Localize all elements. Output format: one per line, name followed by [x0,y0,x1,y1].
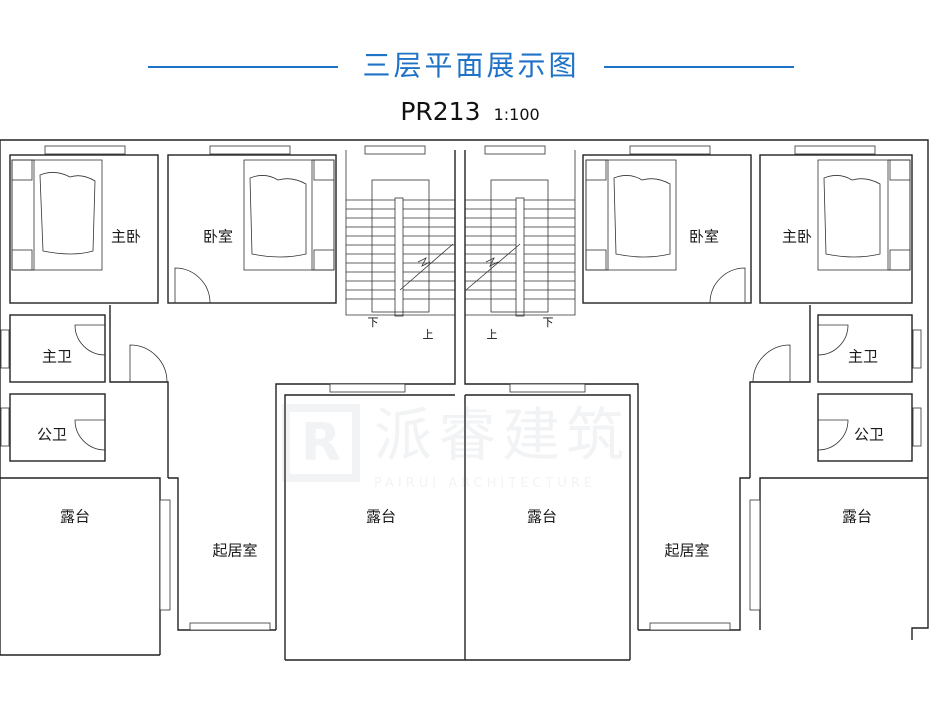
title-rule-left [148,66,338,68]
plan-title: 三层平面展示图 [362,49,580,82]
room-label-living-right: 起居室 [664,541,710,560]
windows [0,145,922,631]
header: 三层平面展示图 PR213 1:100 [0,0,940,130]
room-label-terrace-center-right: 露台 [526,507,558,526]
watermark-subtitle: PAIRUI ARCHITECTURE [374,476,597,491]
stair-label-right-up: 上 [486,328,498,341]
room-label-terrace-left: 露台 [59,507,91,526]
stair-label-left-down: 下 [367,316,379,329]
stair-break-icon [417,257,499,267]
room-label-master-bedroom-right: 主卧 [781,227,813,246]
watermark-logo: R [282,404,360,482]
room-label-terrace-center-left: 露台 [365,507,397,526]
plan-scale: 1:100 [493,105,540,124]
room-label-terrace-right: 露台 [841,507,873,526]
outer-walls [0,139,929,656]
plan-code: PR213 1:100 [380,96,560,131]
bed-icon [585,159,677,271]
bed-icon [817,159,911,271]
stair-label-left-up: 上 [422,328,434,341]
room-label-master-bath-right: 主卫 [847,347,879,366]
doors [74,267,849,451]
room-label-master-bedroom-left: 主卧 [110,227,142,246]
room-label-bedroom-right: 卧室 [688,227,720,246]
bed-icon [11,159,103,271]
room-label-bedroom-left: 卧室 [202,227,234,246]
watermark: R 派睿建筑 PAIRUI ARCHITECTURE [282,402,662,502]
room-label-public-bath-left: 公卫 [36,425,68,444]
room-label-master-bath-left: 主卫 [41,347,73,366]
bed-icon [243,159,335,271]
stair-label-right-down: 下 [542,316,554,329]
staircase [346,179,575,317]
room-label-living-left: 起居室 [212,541,258,560]
title-rule-right [604,66,794,68]
plan-code-text: PR213 [400,97,481,126]
room-label-public-bath-right: 公卫 [853,425,885,444]
watermark-name: 派睿建筑 [374,401,631,469]
